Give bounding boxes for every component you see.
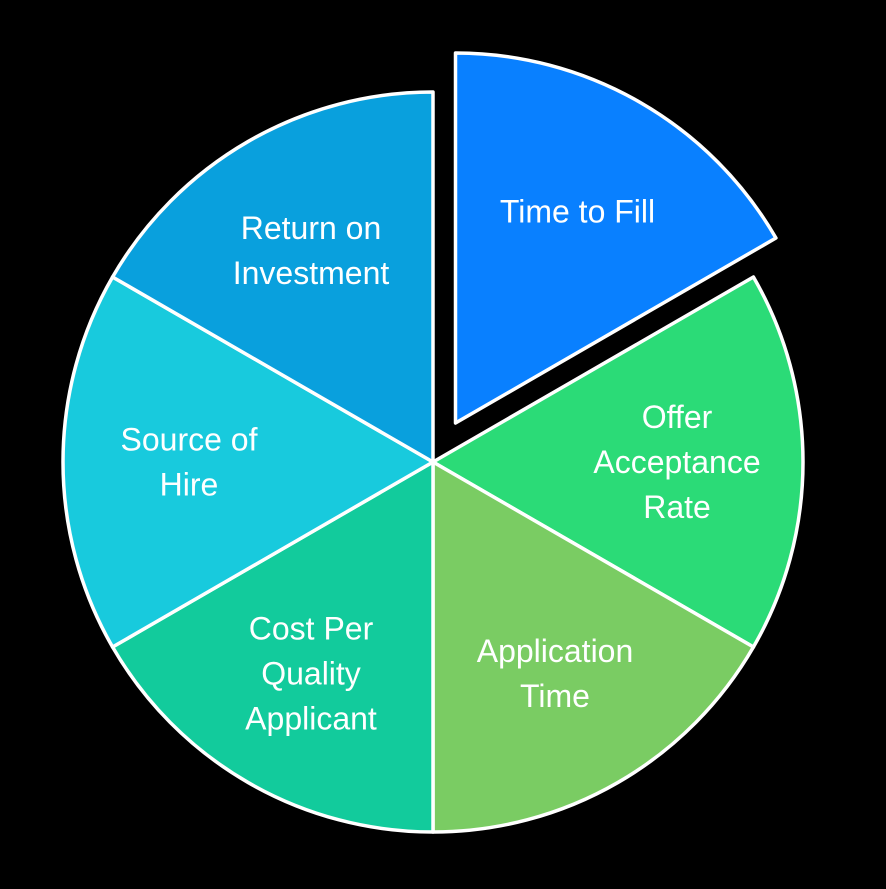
pie-slice-source-of-hire[interactable] — [61, 275, 435, 649]
pie-slice-application-time[interactable] — [431, 460, 756, 834]
pie-slice-return-on-investment[interactable] — [110, 90, 435, 464]
pie-slice-cost-per-quality-applicant[interactable] — [110, 460, 435, 834]
pie-slice-time-to-fill[interactable] — [453, 51, 778, 425]
pie-slice-offer-acceptance-rate[interactable] — [431, 275, 805, 649]
